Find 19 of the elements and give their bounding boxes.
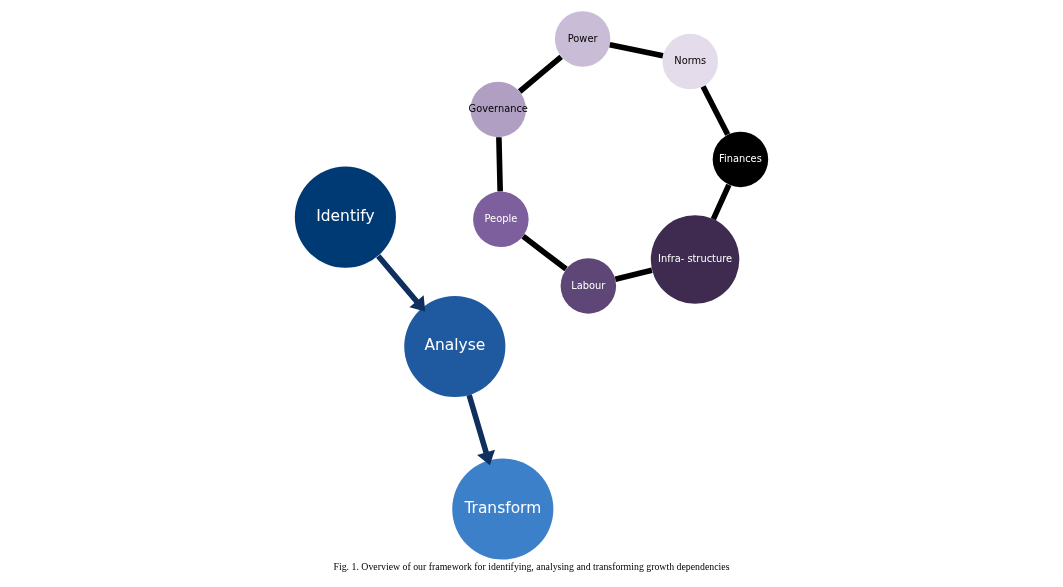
node-circle: People bbox=[473, 191, 529, 248]
connector bbox=[521, 234, 568, 272]
node-circle: Power bbox=[554, 11, 611, 67]
caption: Fig. 1. Overview of our framework for identifying, analysing and transforming growth dependencies bbox=[333, 561, 730, 573]
arrow bbox=[376, 254, 426, 312]
connector bbox=[710, 183, 732, 221]
node-circle: Governance bbox=[470, 81, 526, 138]
node-circle: Infra- structure bbox=[650, 215, 740, 304]
arrow bbox=[466, 394, 495, 466]
connector bbox=[609, 41, 664, 59]
node-circle: Labour bbox=[560, 258, 617, 314]
node-circle: Finances bbox=[712, 131, 769, 188]
node-circle: Identify bbox=[294, 166, 396, 268]
connector bbox=[496, 137, 503, 192]
connector bbox=[614, 267, 653, 282]
connector bbox=[517, 54, 563, 94]
node-circle: Norms bbox=[662, 33, 718, 90]
node-circle: Transform bbox=[452, 458, 554, 560]
connector bbox=[700, 85, 731, 136]
